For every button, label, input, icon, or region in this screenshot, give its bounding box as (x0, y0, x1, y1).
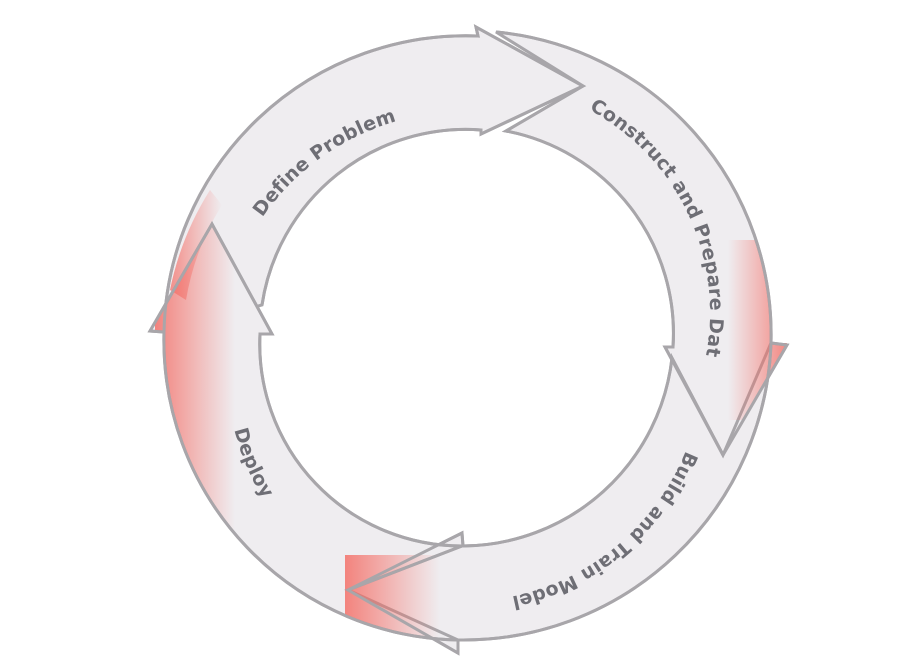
outline-overlay (147, 24, 790, 656)
